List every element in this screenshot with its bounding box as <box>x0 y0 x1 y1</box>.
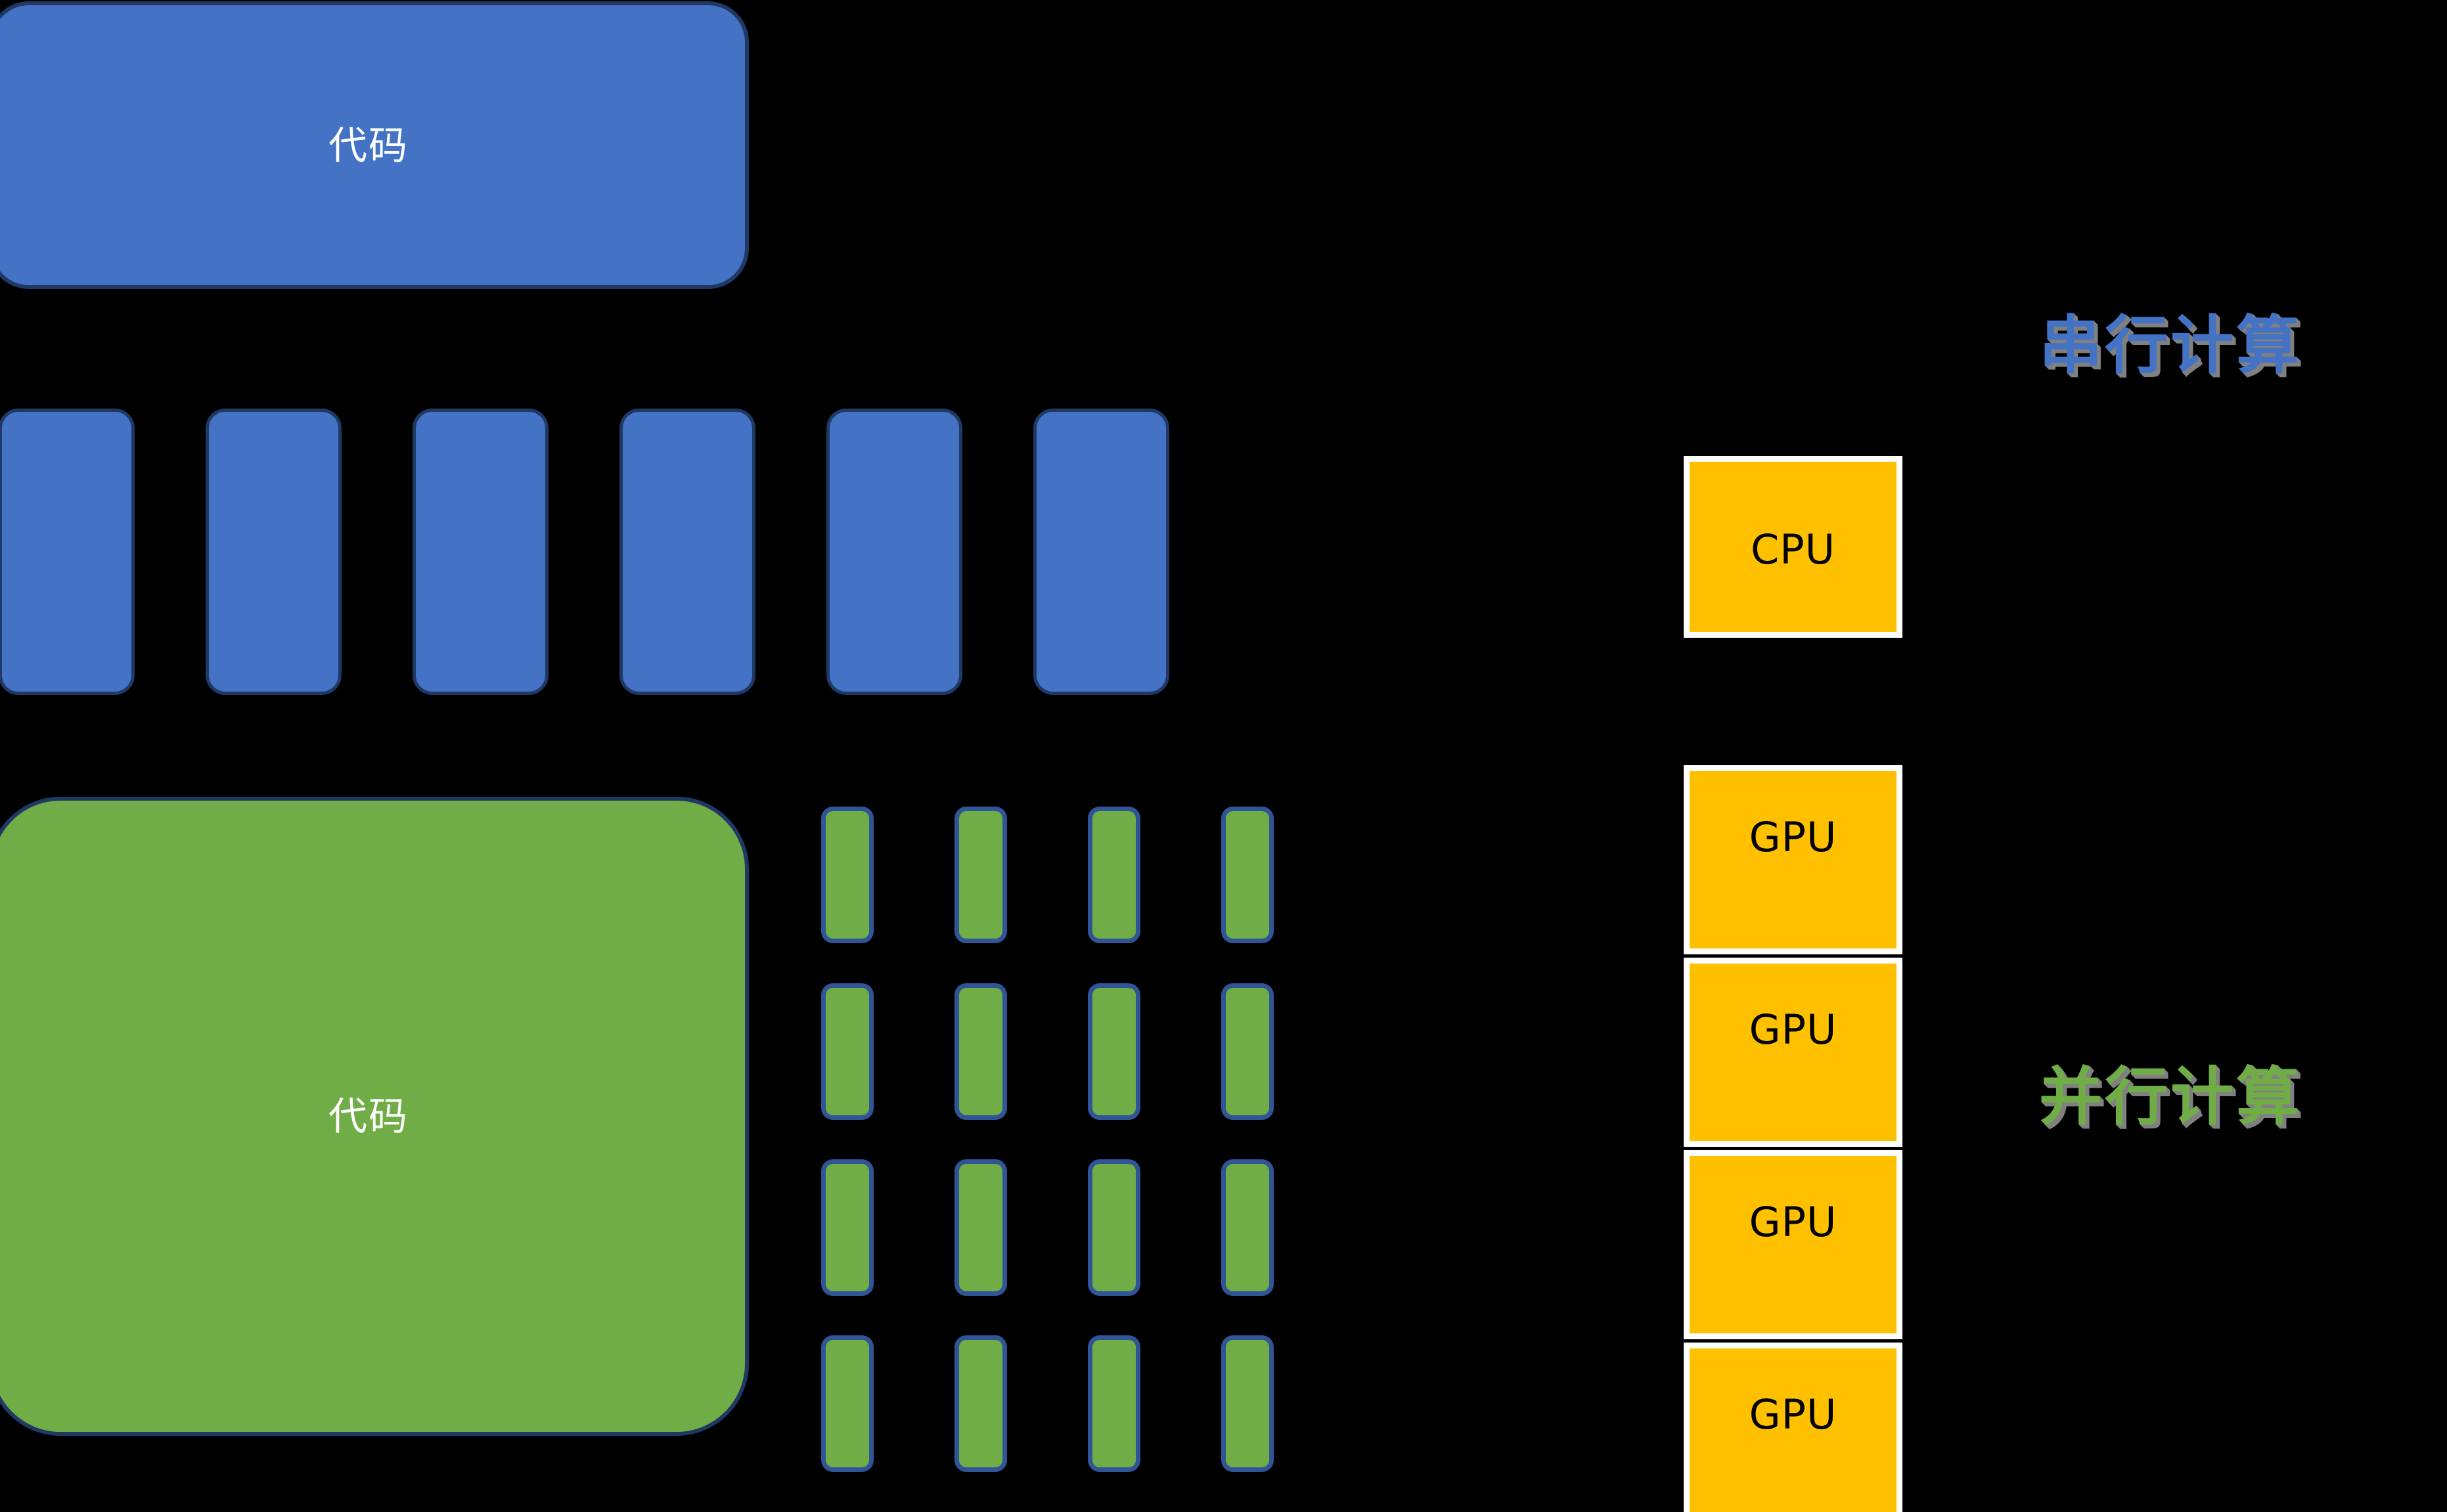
gpu-box-4: GPU <box>1684 1343 1902 1512</box>
cpu-box-label: CPU <box>1750 525 1836 573</box>
parallel-task-bar-r3c4 <box>1221 1159 1274 1296</box>
parallel-code-block-label: 代码 <box>328 1094 409 1139</box>
serial-code-block: 代码 <box>0 1 749 289</box>
gpu-box-4-label: GPU <box>1749 1390 1837 1438</box>
parallel-task-bar-r3c3 <box>1088 1159 1140 1296</box>
serial-code-block-label: 代码 <box>328 122 409 168</box>
parallel-computing-heading: 并行计算 <box>2039 1060 2302 1134</box>
gpu-box-3: GPU <box>1684 1150 1902 1339</box>
gpu-box-1-label: GPU <box>1749 813 1837 861</box>
gpu-box-2-label: GPU <box>1749 1006 1837 1054</box>
serial-task-bar-3 <box>413 409 549 695</box>
cpu-box: CPU <box>1684 456 1902 638</box>
parallel-task-bar-r4c3 <box>1088 1335 1140 1472</box>
parallel-task-bar-r2c1 <box>821 983 874 1120</box>
parallel-task-bar-r4c2 <box>954 1335 1007 1472</box>
parallel-code-block: 代码 <box>0 797 749 1436</box>
parallel-task-bar-r2c2 <box>954 983 1007 1120</box>
gpu-box-3-label: GPU <box>1749 1198 1837 1246</box>
parallel-task-bar-r1c2 <box>954 807 1007 943</box>
parallel-task-bar-r2c3 <box>1088 983 1140 1120</box>
serial-computing-heading: 串行计算 <box>2039 309 2302 382</box>
parallel-task-bar-r2c4 <box>1221 983 1274 1120</box>
serial-task-bar-1 <box>0 409 135 695</box>
gpu-box-1: GPU <box>1684 765 1902 954</box>
parallel-task-bar-r1c3 <box>1088 807 1140 943</box>
parallel-task-bar-r3c1 <box>821 1159 874 1296</box>
serial-task-bar-4 <box>619 409 755 695</box>
parallel-task-bar-r3c2 <box>954 1159 1007 1296</box>
parallel-task-bar-r1c4 <box>1221 807 1274 943</box>
serial-task-bar-5 <box>826 409 962 695</box>
parallel-task-bar-r4c4 <box>1221 1335 1274 1472</box>
gpu-box-2: GPU <box>1684 958 1902 1147</box>
parallel-task-bar-r1c1 <box>821 807 874 943</box>
serial-task-bar-2 <box>206 409 342 695</box>
parallel-task-bar-r4c1 <box>821 1335 874 1472</box>
serial-task-bar-6 <box>1033 409 1169 695</box>
